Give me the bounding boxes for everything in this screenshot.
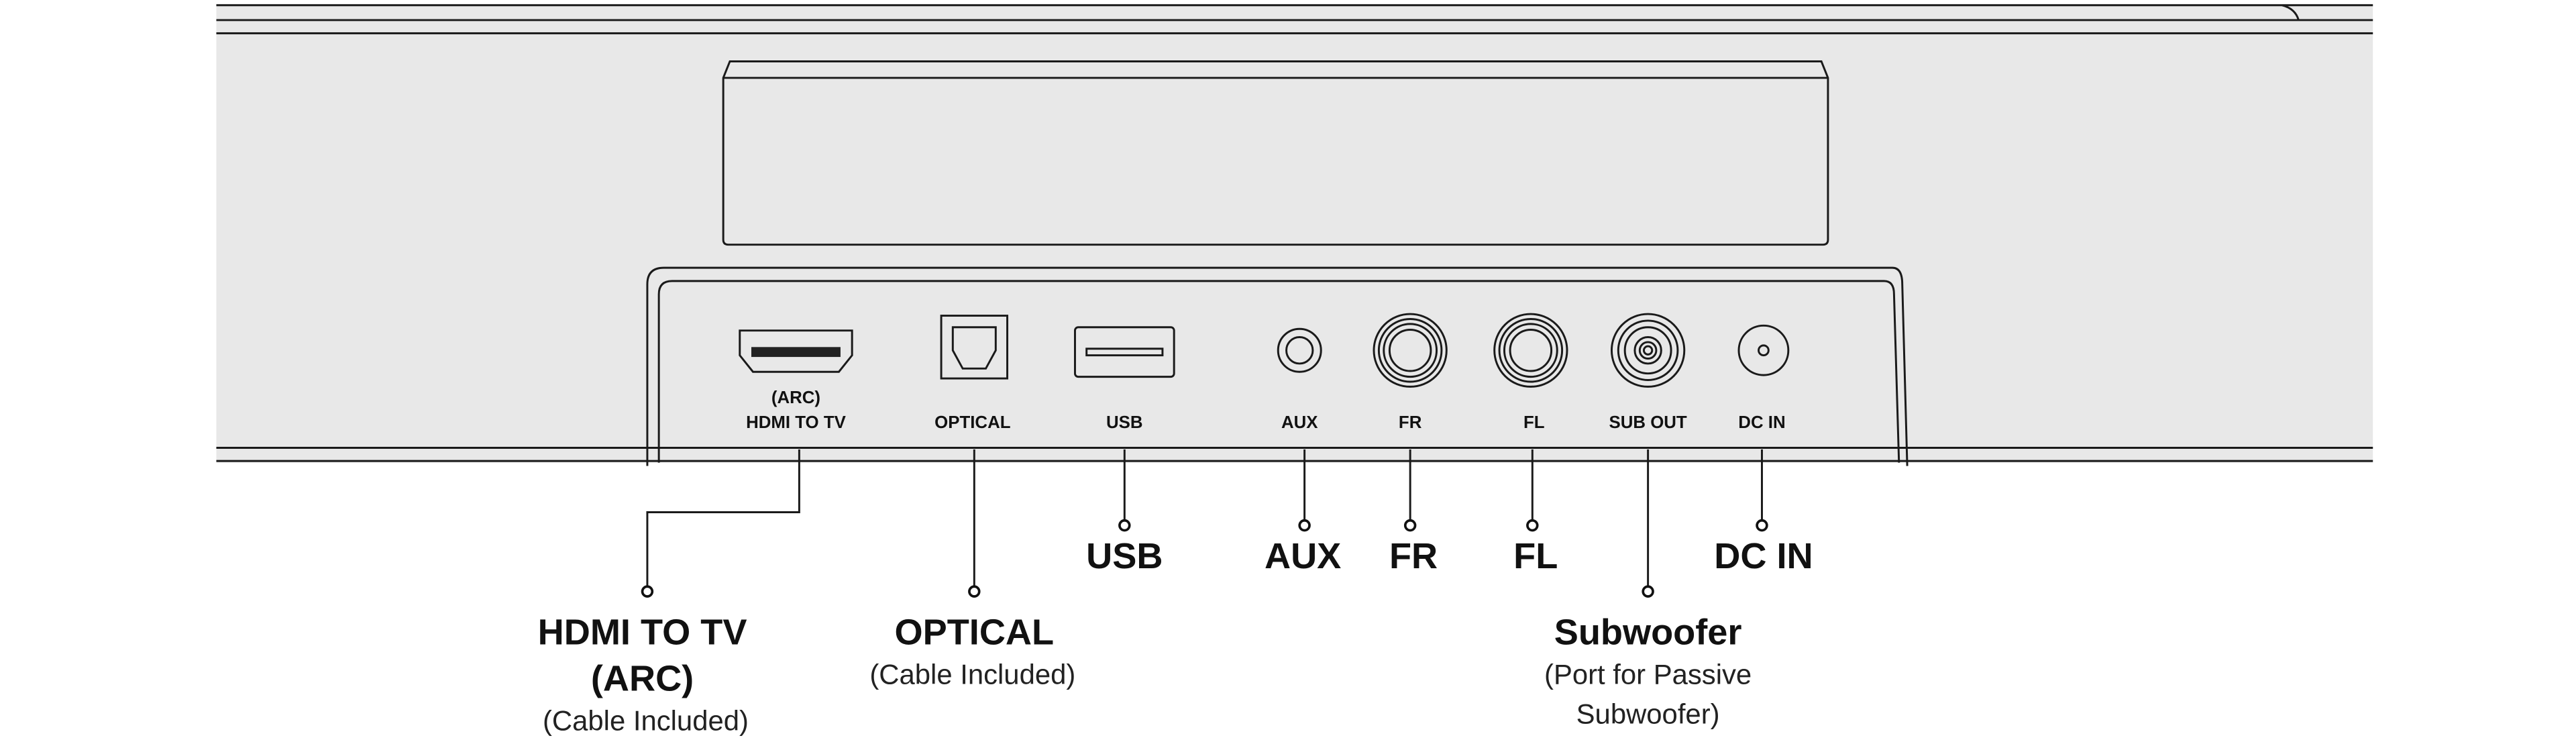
soundbar-body (216, 5, 2373, 463)
callout-fr-title: FR (1389, 536, 1438, 576)
port-label-sub-out: SUB OUT (1609, 413, 1686, 432)
port-label-fl: FL (1523, 413, 1545, 432)
port-label-dc-in: DC IN (1738, 413, 1785, 432)
port-label-optical: OPTICAL (934, 413, 1010, 432)
port-label-hdmi-arc: (ARC) (771, 388, 820, 407)
callout-aux-title: AUX (1265, 536, 1341, 576)
callout-subwoofer-title: Subwoofer (1554, 612, 1742, 652)
display-panel (722, 60, 1829, 246)
fr-speaker-terminal-icon (1373, 313, 1448, 388)
port-label-fr: FR (1399, 413, 1422, 432)
dc-in-port-icon (1737, 324, 1790, 376)
callout-subwoofer-note-2: Subwoofer) (1576, 698, 1720, 730)
callout-usb-title: USB (1086, 536, 1163, 576)
sub-out-port-icon (1610, 313, 1686, 388)
optical-port-icon (940, 315, 1009, 380)
callout-hdmi-arc: (ARC) (591, 658, 694, 698)
fl-speaker-terminal-icon (1493, 313, 1568, 388)
callout-optical-title: OPTICAL (895, 612, 1055, 652)
aux-jack-icon (1277, 327, 1322, 373)
callout-optical-note: (Cable Included) (869, 658, 1075, 690)
callout-hdmi-note: (Cable Included) (543, 704, 749, 736)
callout-fl-title: FL (1513, 536, 1558, 576)
port-label-usb: USB (1106, 413, 1143, 432)
port-label-aux: AUX (1281, 413, 1318, 432)
callout-hdmi-title: HDMI TO TV (538, 612, 747, 652)
port-label-hdmi: HDMI TO TV (746, 413, 847, 432)
callout-subwoofer-note-1: (Port for Passive (1544, 658, 1752, 690)
callout-dc-in-title: DC IN (1714, 536, 1813, 576)
hdmi-port-icon (739, 329, 853, 373)
usb-port-icon (1073, 326, 1175, 378)
port-panel (646, 266, 1909, 466)
leader-lines (641, 449, 1768, 598)
